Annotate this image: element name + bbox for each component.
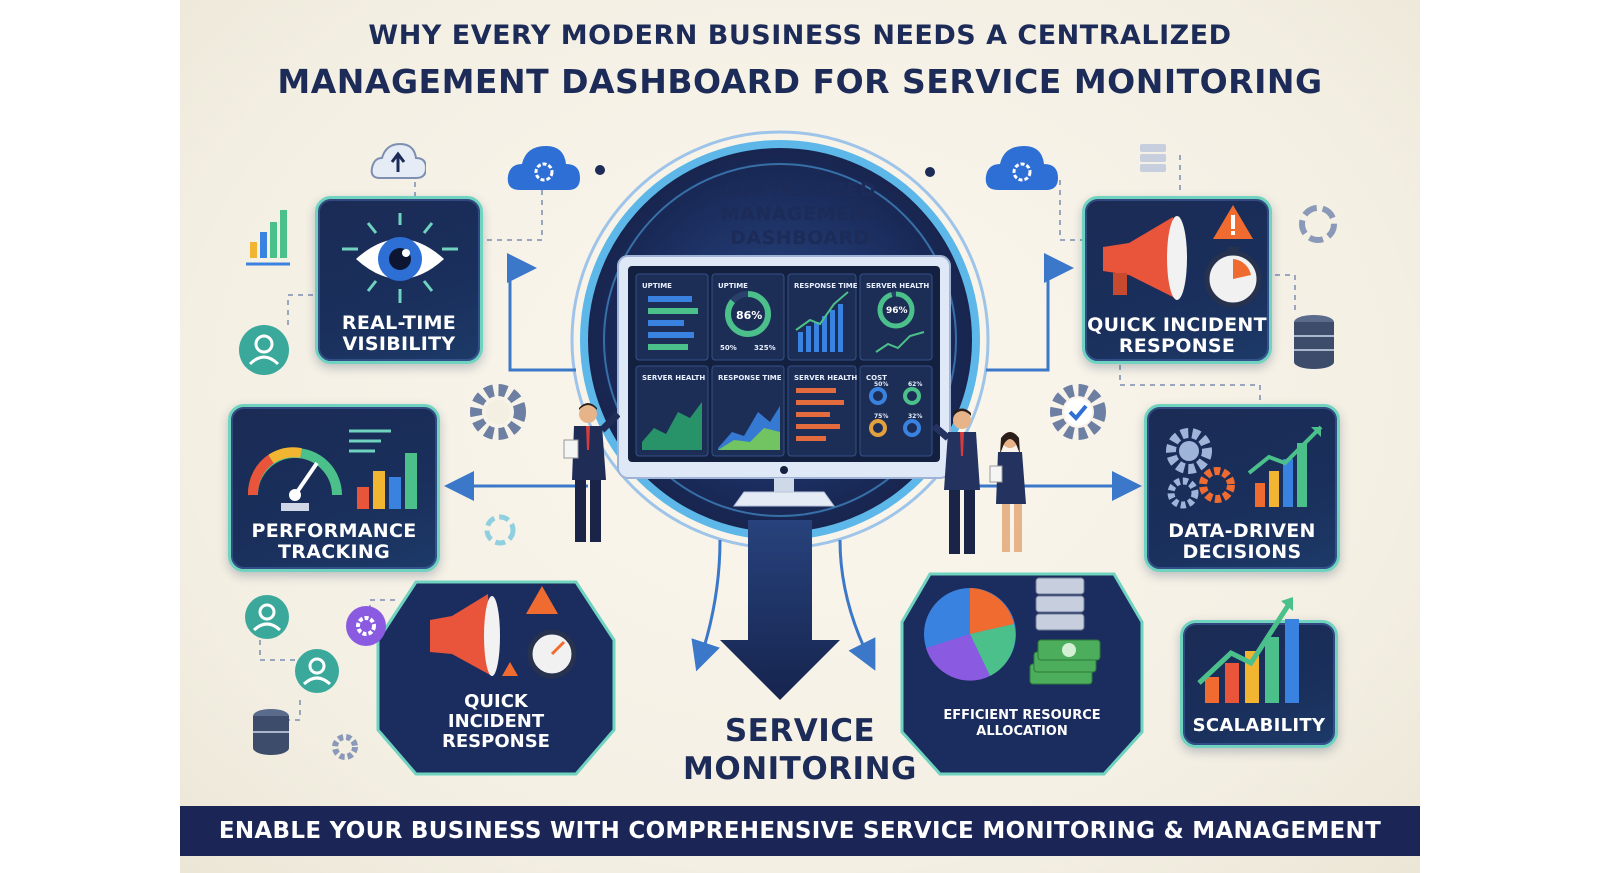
panel-label: SERVER HEALTH xyxy=(866,282,930,290)
panel-label: RESPONSE TIME xyxy=(794,282,858,290)
database-icon xyxy=(253,709,289,755)
service-monitoring-label: SERVICE MONITORING xyxy=(683,713,917,787)
gauge-value: 96% xyxy=(886,306,908,316)
card-performance-tracking: PERFORMANCE TRACKING xyxy=(228,404,440,572)
panel-label: COST xyxy=(866,374,887,382)
card-label: EFFICIENT RESOURCE ALLOCATION xyxy=(943,708,1101,739)
panel-label: UPTIME xyxy=(718,282,748,290)
panel-label: SERVER HEALTH xyxy=(794,374,858,382)
pie-segment-icon xyxy=(1299,205,1337,243)
gear-icon xyxy=(332,734,358,760)
cost-value: 50% xyxy=(874,381,889,388)
card-quick-incident-top: QUICK INCIDENT RESPONSE xyxy=(1082,196,1272,364)
megaphone-icon xyxy=(1103,205,1262,308)
database-icon xyxy=(1294,315,1334,369)
eye-icon xyxy=(342,213,458,303)
card-quick-incident-bottom xyxy=(376,580,616,776)
bar-chart-icon xyxy=(246,210,290,266)
business-team-right xyxy=(932,408,1026,554)
cost-value: 32% xyxy=(908,413,923,420)
title-line-2: MANAGEMENT DASHBOARD FOR SERVICE MONITOR… xyxy=(277,62,1323,101)
user-avatar-icon xyxy=(295,649,339,693)
loading-ring-icon xyxy=(484,514,516,546)
card-label: REAL-TIME VISIBILITY xyxy=(341,312,457,355)
card-efficient-resource xyxy=(900,572,1144,776)
monitor xyxy=(617,255,951,507)
cloud-upload-icon xyxy=(370,142,426,179)
title-line-1: WHY EVERY MODERN BUSINESS NEEDS A CENTRA… xyxy=(368,20,1232,51)
card-label: DATA-DRIVEN DECISIONS xyxy=(1168,520,1316,563)
panel-label: UPTIME xyxy=(642,282,672,290)
cost-value: 62% xyxy=(908,381,923,388)
gear-icon xyxy=(470,384,526,440)
speedometer-icon xyxy=(248,429,417,511)
panel-label: SERVER HEALTH xyxy=(642,374,706,382)
user-avatar-icon xyxy=(245,595,289,639)
down-arrow xyxy=(720,520,840,700)
growth-chart-icon xyxy=(1197,597,1299,703)
card-label: PERFORMANCE TRACKING xyxy=(251,520,417,563)
stat-value: 325% xyxy=(754,344,776,352)
gauge-value: 86% xyxy=(736,309,763,322)
cloud-gear-icon xyxy=(985,146,1058,190)
card-scalability: SCALABILITY xyxy=(1180,597,1338,748)
cost-value: 75% xyxy=(874,413,889,420)
gears-chart-icon xyxy=(1166,425,1323,509)
gear-badge-icon xyxy=(346,606,386,646)
stat-value: 50% xyxy=(720,344,737,352)
card-label: QUICK INCIDENT RESPONSE xyxy=(442,691,550,752)
hub-label: CENTRALIZED MANAGEMENT DASHBOARD xyxy=(720,179,880,249)
businessman-left xyxy=(563,403,620,542)
card-label: SCALABILITY xyxy=(1192,715,1326,736)
card-data-driven-decisions: DATA-DRIVEN DECISIONS xyxy=(1144,404,1340,572)
cloud-gear-icon xyxy=(507,146,580,190)
footer-banner: ENABLE YOUR BUSINESS WITH COMPREHENSIVE … xyxy=(180,806,1420,856)
card-realtime-visibility: REAL-TIME VISIBILITY xyxy=(315,196,483,364)
card-label: QUICK INCIDENT RESPONSE xyxy=(1087,314,1267,357)
panel-label: RESPONSE TIME xyxy=(718,374,782,382)
infographic-canvas: WHY EVERY MODERN BUSINESS NEEDS A CENTRA… xyxy=(180,0,1420,873)
gear-check-icon xyxy=(1050,384,1106,440)
user-avatar-icon xyxy=(239,325,289,375)
server-stack-icon xyxy=(1140,144,1166,172)
